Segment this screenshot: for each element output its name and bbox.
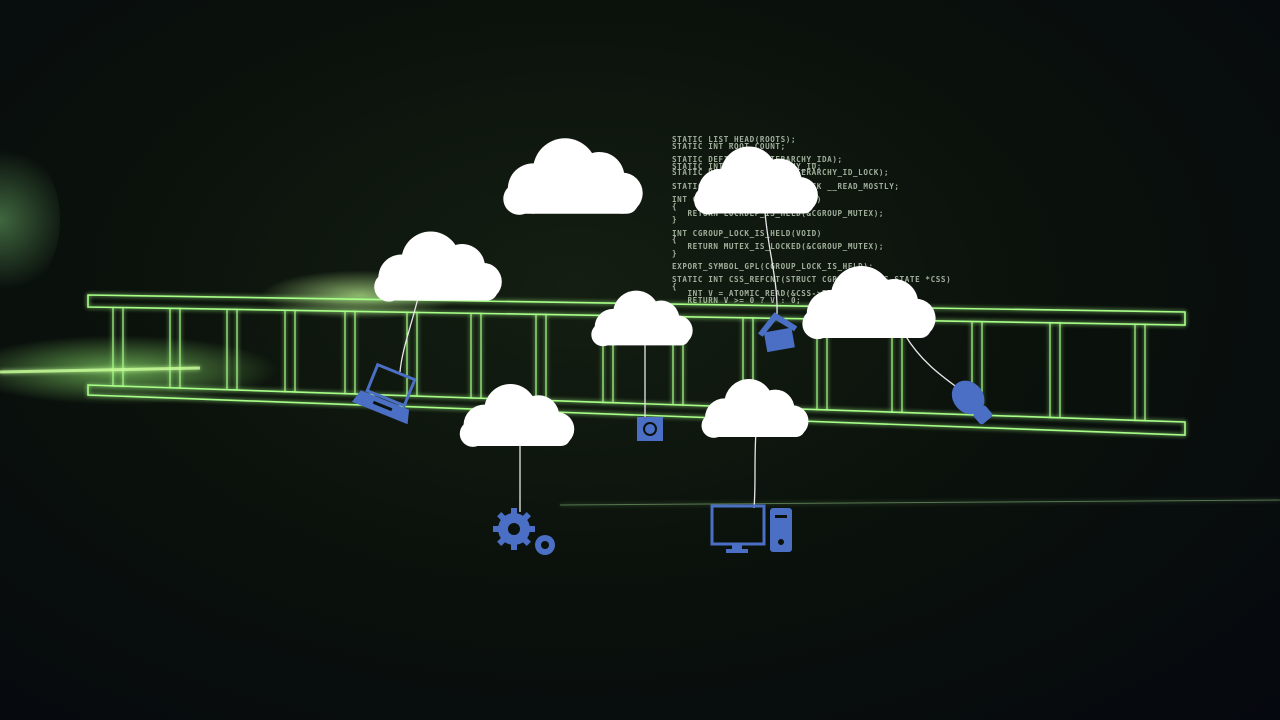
code-line: INT V = ATOMIC_READ(&CSS->REFCNT);	[672, 288, 864, 298]
cloud	[694, 146, 818, 215]
code-line: {	[672, 282, 678, 292]
ladder-rung	[169, 307, 181, 389]
camera-icon	[637, 417, 663, 441]
cloud	[459, 384, 575, 447]
cloud	[503, 138, 643, 215]
cloud	[802, 265, 936, 340]
cloud	[591, 290, 693, 347]
ladder-rung	[344, 310, 356, 395]
ladder-rung	[1049, 322, 1061, 419]
ladder-bottom-rail	[87, 384, 1186, 436]
cloud	[374, 231, 502, 302]
ladder-rung	[535, 313, 547, 401]
desktop-computer-icon	[710, 504, 792, 553]
code-line: }	[672, 248, 678, 258]
code-line: {	[672, 201, 678, 211]
laptop-icon	[351, 362, 417, 425]
ladder-rungs	[112, 306, 1146, 422]
house-icon	[757, 312, 798, 353]
icons	[351, 312, 993, 555]
lightbulb-icon	[951, 380, 993, 425]
ladder-rung	[284, 309, 296, 393]
cloud	[701, 379, 809, 438]
code-line: STATIC INT ROOT_COUNT;	[672, 141, 786, 151]
ladder-rung	[470, 312, 482, 399]
clouds	[374, 138, 936, 447]
strings	[399, 211, 959, 512]
code-line: }	[672, 215, 678, 225]
code-line: {	[672, 235, 678, 245]
ladder-rung	[1134, 323, 1146, 422]
ladder-rung	[112, 306, 124, 387]
code-line: INT CGROUP_LOCK_IS_HELD(VOID)	[672, 228, 822, 238]
code-line: RETURN V >= 0 ? V : 0;	[672, 295, 802, 305]
gears-icon	[493, 508, 555, 555]
code-line: STATIC LIST_HEAD(ROOTS);	[672, 135, 797, 144]
ladder-rung	[226, 308, 238, 391]
code-line: RETURN MUTEX_IS_LOCKED(&CGROUP_MUTEX);	[672, 242, 885, 251]
ladder-rung	[406, 311, 418, 397]
horizon-line	[559, 499, 1280, 506]
